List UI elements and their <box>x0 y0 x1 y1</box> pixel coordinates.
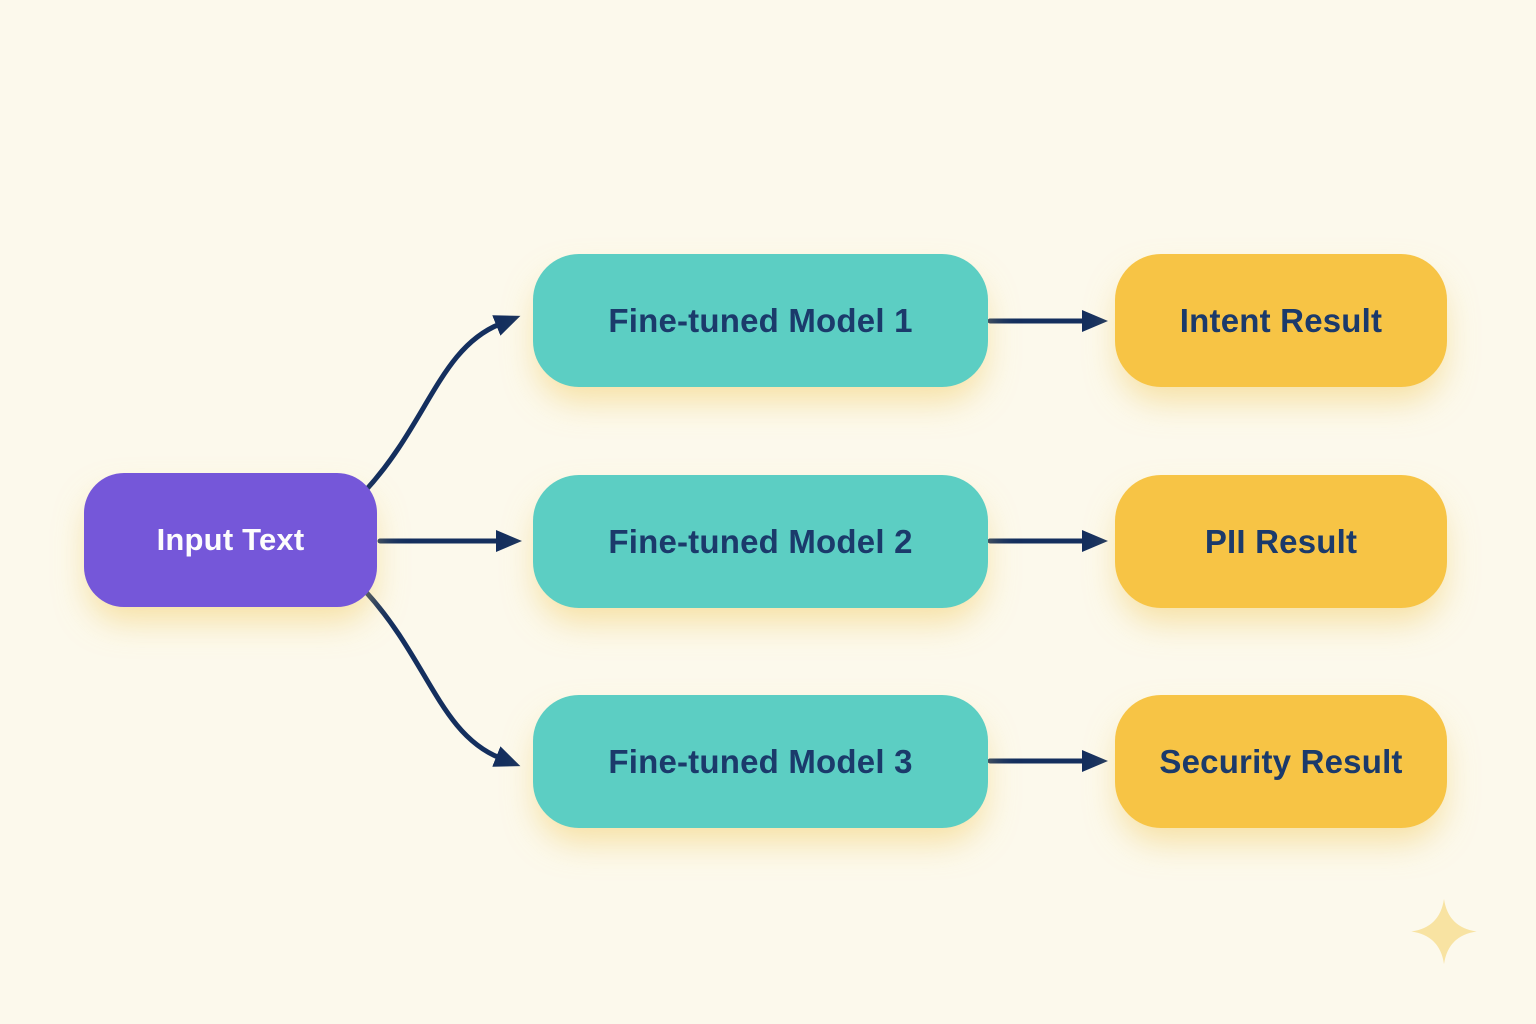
node-security-result: Security Result <box>1115 695 1447 828</box>
node-pii-result-label: PII Result <box>1204 522 1358 560</box>
node-input-text: Input Text <box>84 473 377 607</box>
node-intent-result-label: Intent Result <box>1179 301 1383 339</box>
node-fine-tuned-model-2: Fine-tuned Model 2 <box>533 475 988 608</box>
node-intent-result: Intent Result <box>1115 254 1447 387</box>
node-pii-result: PII Result <box>1115 475 1447 608</box>
arrow-input-to-model1 <box>363 315 521 493</box>
node-fine-tuned-model-3: Fine-tuned Model 3 <box>533 695 988 828</box>
node-fine-tuned-model-3-label: Fine-tuned Model 3 <box>608 742 913 780</box>
sparkle-icon <box>1411 898 1477 965</box>
node-fine-tuned-model-1: Fine-tuned Model 1 <box>533 254 988 387</box>
node-input-text-label: Input Text <box>156 522 305 557</box>
node-fine-tuned-model-1-label: Fine-tuned Model 1 <box>608 301 913 339</box>
node-security-result-label: Security Result <box>1159 742 1403 780</box>
arrow-input-to-model3 <box>363 589 521 767</box>
node-fine-tuned-model-2-label: Fine-tuned Model 2 <box>608 522 913 560</box>
